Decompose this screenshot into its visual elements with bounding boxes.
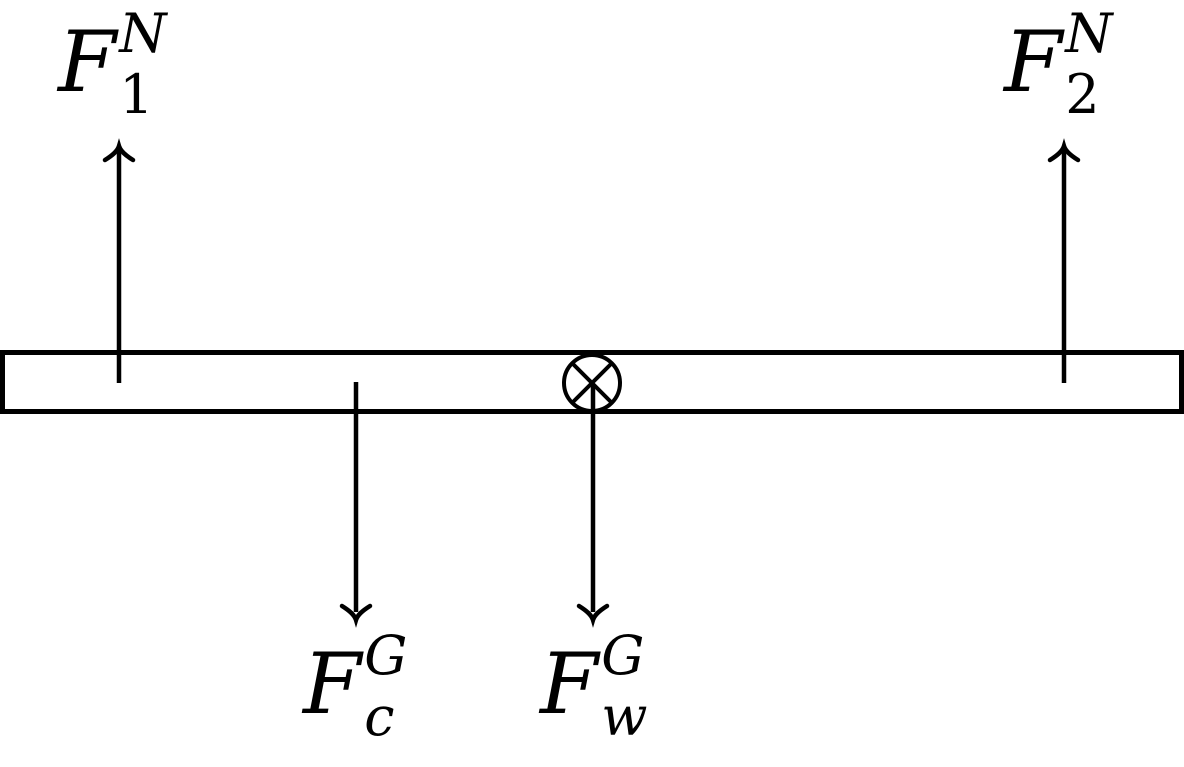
f1-force-arrow [102,138,136,383]
fc-label-subscript: c [364,685,395,748]
fw-label-base: F [540,635,599,733]
f2-label-base: F [1004,13,1063,111]
f2-force-arrow [1047,138,1081,383]
f2-label: F N 2 [1004,7,1113,128]
f1-label-subscript: 1 [119,63,154,126]
f1-label-base: F [58,13,117,111]
fc-arrowhead-down [339,603,373,628]
fc-label-base: F [303,635,362,733]
f2-arrowhead-up [1047,138,1081,163]
fc-label-scripts: G c [364,629,407,750]
center-of-mass-marker [562,353,622,413]
fw-label-superscript: G [601,624,645,687]
f1-label-scripts: N 1 [119,7,166,128]
f2-label-superscript: N [1065,2,1113,65]
fc-force-arrow [339,382,373,628]
diagram-strokes [0,138,1184,628]
fw-label: F G w [540,629,648,750]
f1-label-superscript: N [119,2,167,65]
f2-label-scripts: N 2 [1065,7,1112,128]
center-marker-cross-line [571,362,613,404]
f2-label-subscript: 2 [1065,63,1100,126]
fw-arrowhead-down [576,603,610,628]
f1-arrowhead-up [102,138,136,163]
fw-force-arrow [576,384,610,628]
fc-label: F G c [303,629,407,750]
fw-label-subscript: w [601,685,648,748]
fw-label-scripts: G w [601,629,648,750]
f1-label: F N 1 [58,7,167,128]
fc-label-superscript: G [364,624,408,687]
